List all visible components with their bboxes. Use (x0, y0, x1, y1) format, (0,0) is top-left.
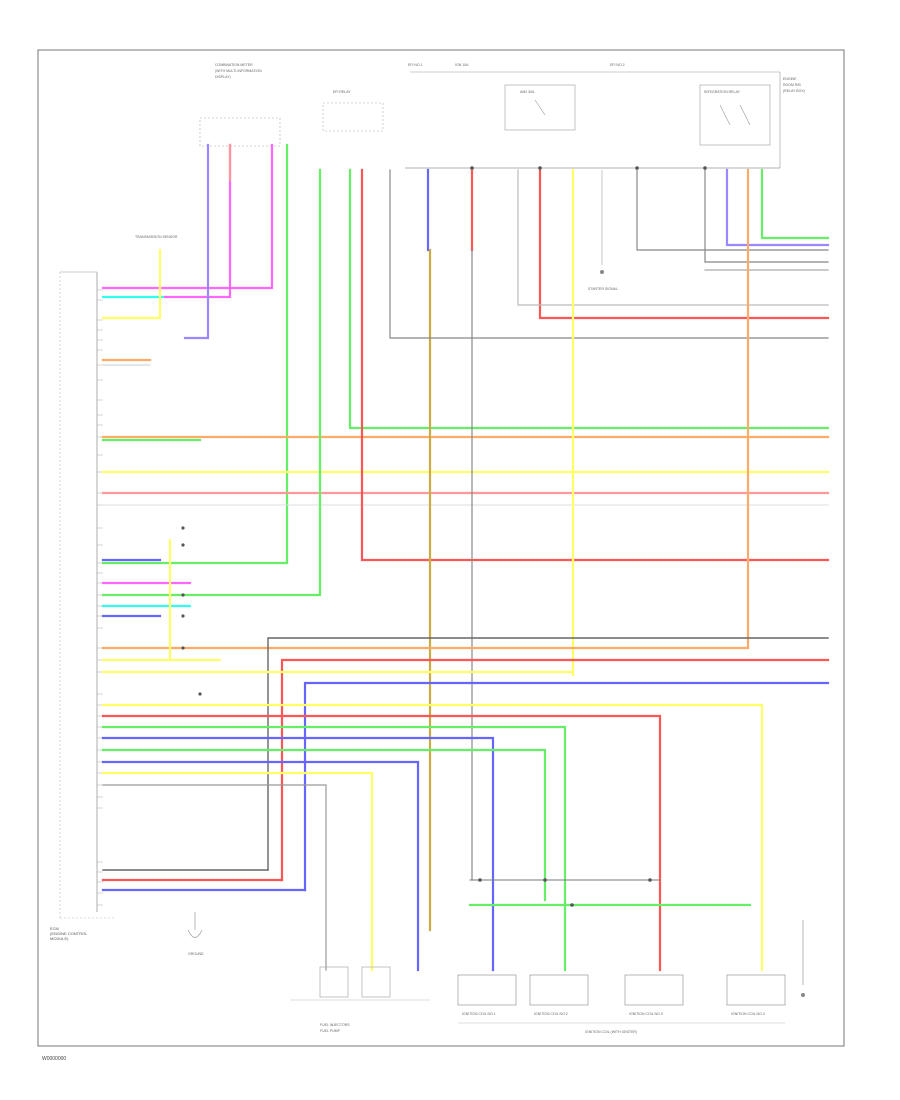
wire-red-coil (101, 714, 662, 972)
wire-orange-relay (101, 168, 750, 650)
integration-relay: INTEGRATION RELAY (699, 84, 771, 146)
figure-ref: W0000000 (42, 1056, 66, 1062)
wire-yellow-injector (101, 771, 374, 972)
fuel-pump-label: FUEL PUMP (320, 1029, 341, 1033)
coil-4-box (726, 974, 786, 1006)
wire-pink-2 (163, 143, 232, 299)
wire-yellow-tx (101, 248, 162, 320)
starter-signal: STARTER SIGNAL (588, 170, 618, 291)
ecm-label-2: (ENGINE CONTROL (50, 931, 88, 936)
coil-2-box (529, 974, 589, 1006)
wire-black-relay (636, 169, 829, 251)
right-note-3: (RELAY BOX) (783, 89, 805, 93)
wire-green-coil (101, 725, 567, 972)
ecm-pins (97, 289, 103, 906)
integration-relay-label: INTEGRATION RELAY (704, 90, 741, 94)
ecm-module: ECM (ENGINE CONTROL MODULE) (50, 271, 115, 941)
coil-1-label: IGNITION COIL NO.1 (462, 1012, 496, 1016)
wire-red-right (538, 168, 830, 320)
coil-4-label: IGNITION COIL NO.4 (731, 1012, 765, 1016)
ground-label: GROUND (188, 952, 204, 956)
fuse-b-label: IGN 10A (455, 63, 469, 67)
right-ground (801, 920, 805, 997)
ignition-coils: IGNITION COIL NO.1 IGNITION COIL NO.2 IG… (457, 974, 786, 1034)
relay-block-label: EFI RELAY (333, 90, 351, 94)
wire-violet-meter (183, 143, 210, 340)
meter-label-1: COMBINATION METER (215, 63, 253, 67)
ecm-label-3: MODULE) (50, 936, 69, 941)
ecm-label-1: ECM (50, 926, 59, 931)
right-note-1: ENGINE (783, 77, 797, 81)
relay-block: EFI RELAY (322, 90, 384, 132)
meter-label-2: (WITH MULTI-INFORMATION (215, 69, 262, 73)
wire-gray-right (517, 169, 829, 306)
coil-3-label: IGNITION COIL NO.3 (629, 1012, 663, 1016)
efi-relay: AM2 30A (504, 84, 576, 131)
meter-label-3: DISPLAY) (215, 75, 231, 79)
combination-meter: COMBINATION METER (WITH MULTI-INFORMATIO… (199, 63, 281, 147)
wires (101, 143, 830, 972)
transmission-sensor-label: TRANSMISSION SENSOR (135, 235, 178, 239)
coil-3-box (624, 974, 684, 1006)
junction-dots (181, 166, 707, 907)
efi-relay-label: AM2 30A (520, 90, 535, 94)
right-note: ENGINE ROOM R/B (RELAY BOX) (783, 77, 805, 93)
wire-black-lower (267, 637, 829, 871)
wire-red-lower (280, 658, 830, 882)
wire-blue-lower (303, 681, 830, 892)
wire-green-relay (760, 168, 830, 240)
wire-violet-relay (725, 168, 830, 247)
fuel-injectors-label: FUEL INJECTORS (320, 1023, 350, 1027)
wire-gray-injector (102, 784, 327, 971)
wire-red-relay (360, 168, 830, 562)
fuse-c-label: EFI NO.2 (610, 63, 625, 67)
starter-label: STARTER SIGNAL (588, 287, 618, 291)
diagram-frame (37, 49, 845, 1047)
fuel-pump-group: FUEL INJECTORS FUEL PUMP (290, 966, 430, 1033)
wire-green-coil2 (101, 748, 547, 902)
right-note-2: ROOM R/B (783, 83, 801, 87)
wire-blue-injector (101, 760, 420, 972)
coil-2-label: IGNITION COIL NO.2 (534, 1012, 568, 1016)
wire-blue-coil (101, 736, 495, 972)
wire-black-right (389, 169, 829, 339)
wire-green-stub (101, 168, 322, 597)
wire-pink-meter (101, 143, 274, 290)
ground-symbol: GROUND (187, 912, 204, 956)
coil-1-box (457, 974, 517, 1006)
fuse-a-label: EFI NO.1 (408, 63, 423, 67)
wire-black-relay2 (704, 169, 829, 263)
wire-green-long (348, 168, 830, 430)
wire-yellow-coil (101, 703, 764, 972)
coils-group-label: IGNITION COIL (WITH IGNITER) (585, 1030, 637, 1034)
